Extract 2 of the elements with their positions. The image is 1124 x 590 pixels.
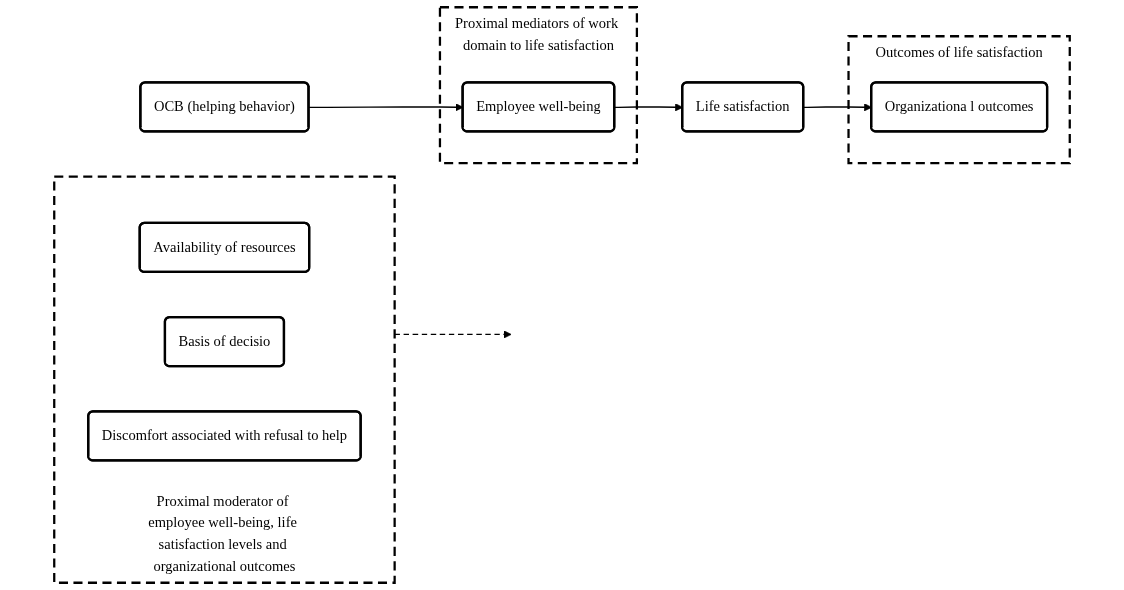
arrow bbox=[614, 103, 683, 112]
arrow bbox=[803, 103, 872, 112]
